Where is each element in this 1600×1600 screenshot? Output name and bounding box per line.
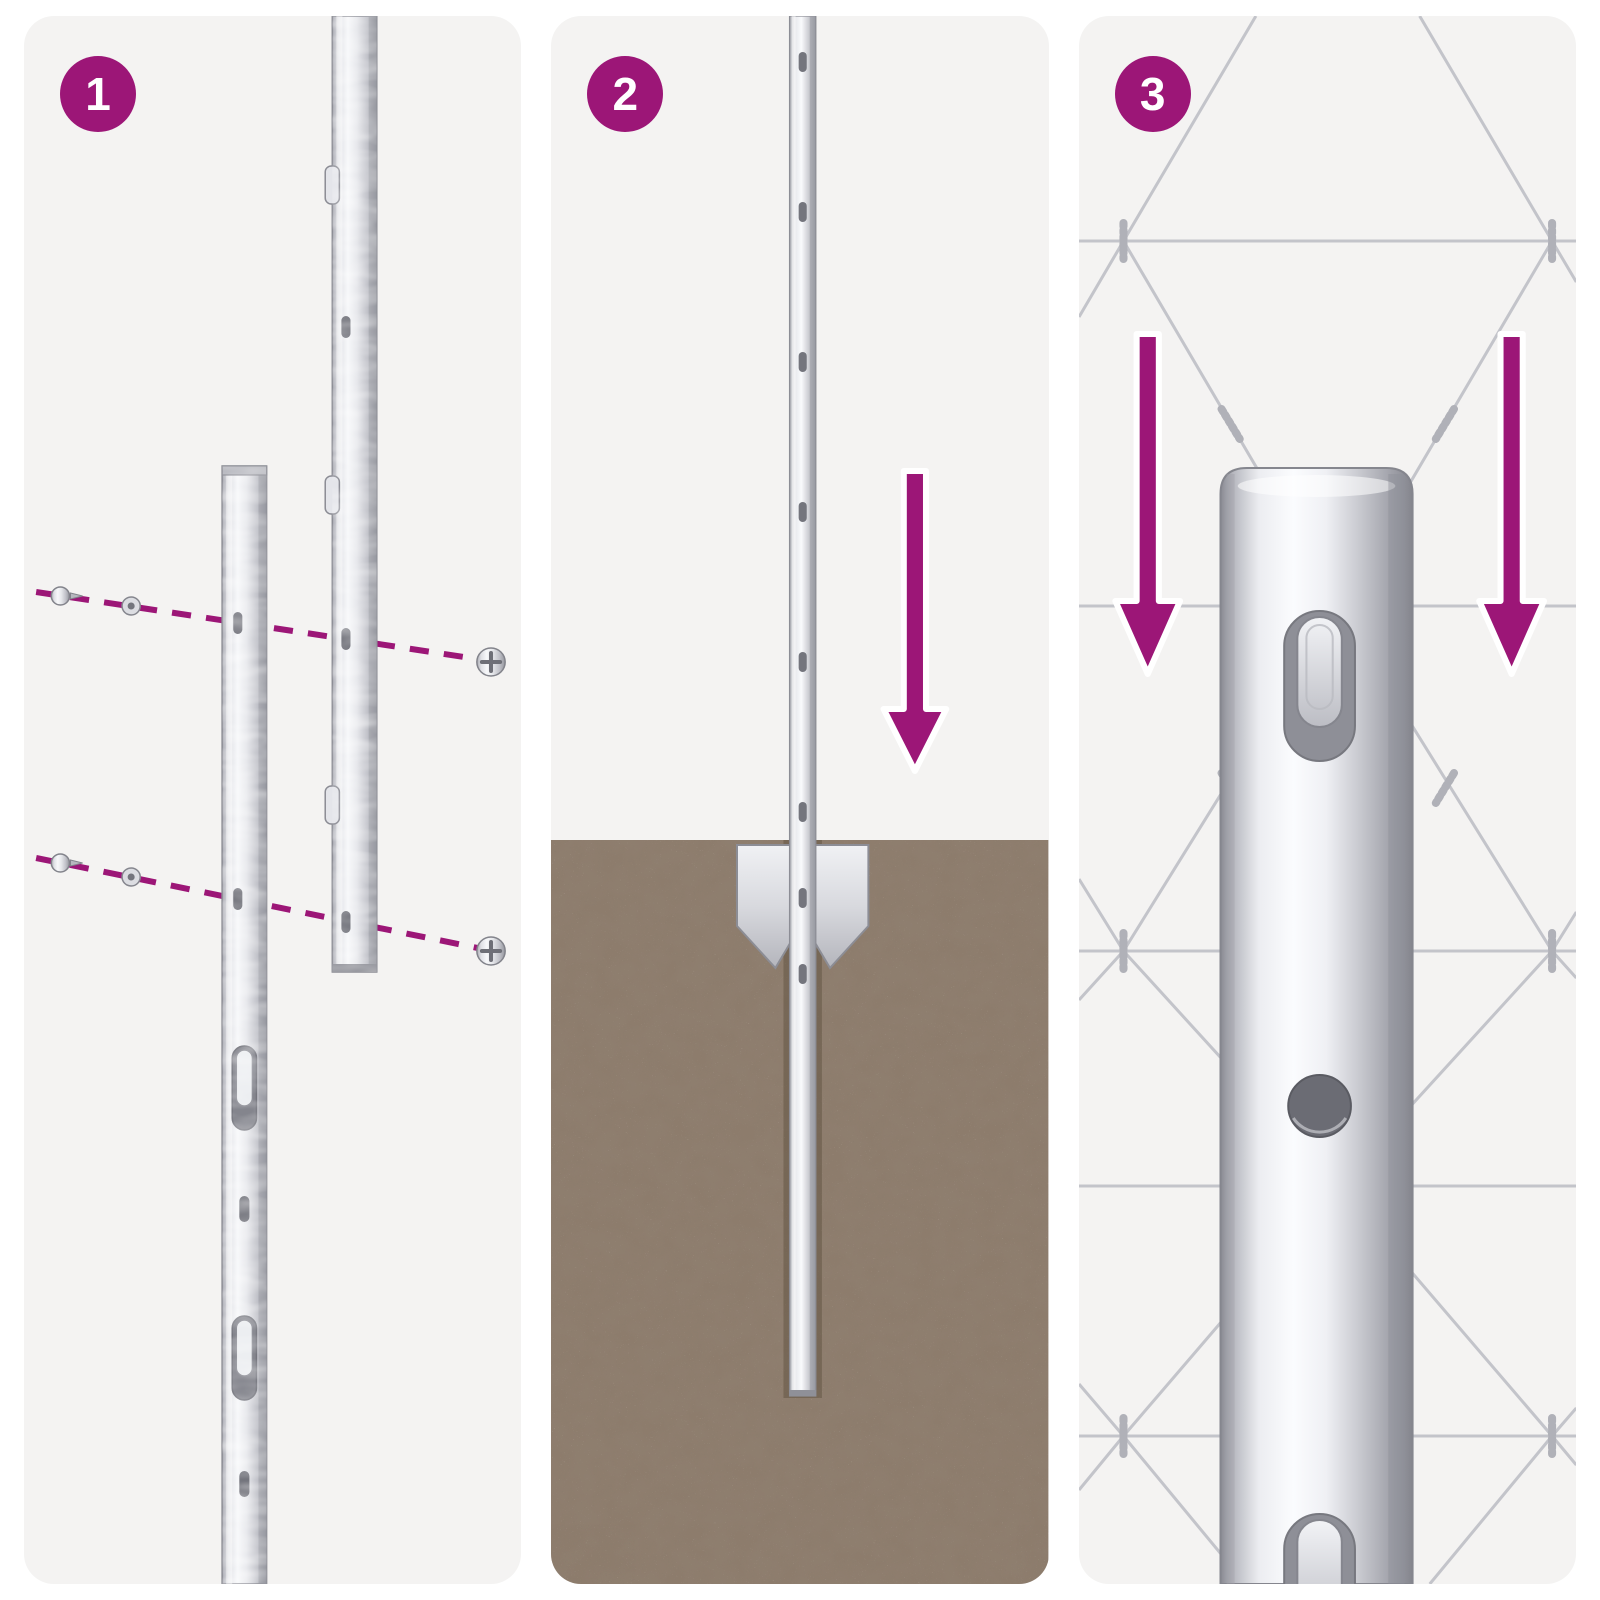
step-3-panel: 3: [1078, 16, 1576, 1584]
step-3-badge: 3: [1114, 56, 1191, 132]
galvanized-texture: [222, 16, 377, 1584]
post-slot-upper: [1282, 610, 1356, 762]
step-2-badge: 2: [587, 56, 664, 132]
screw-set-top: [50, 586, 506, 677]
phillips-screw-icon: [476, 936, 506, 966]
post-hole: [1286, 1074, 1352, 1138]
post-slot-lower: [1282, 1513, 1356, 1584]
step-3-number: 3: [1139, 68, 1166, 120]
screw-icon: [50, 586, 71, 606]
step-1-panel: 1: [24, 16, 522, 1584]
screw-icon: [50, 853, 71, 873]
phillips-screw-icon: [476, 647, 506, 677]
down-arrow-right-icon: [1475, 331, 1547, 677]
step-2-number: 2: [612, 68, 639, 120]
down-arrow-icon: [880, 468, 950, 774]
step-1-badge: 1: [60, 56, 136, 132]
post-holes: [798, 52, 808, 984]
step-1-number: 1: [85, 68, 111, 120]
screw-set-bottom: [50, 853, 506, 966]
step-2-illustration: [551, 16, 1049, 1584]
step-2-panel: 2: [551, 16, 1049, 1584]
fence-post: [789, 16, 817, 1397]
fence-post-closeup: [1219, 467, 1414, 1584]
step-1-illustration: [35, 16, 506, 1584]
step-3-illustration: [1078, 16, 1576, 1584]
down-arrow-left-icon: [1112, 331, 1183, 677]
screw-guide-lines: [35, 589, 498, 955]
